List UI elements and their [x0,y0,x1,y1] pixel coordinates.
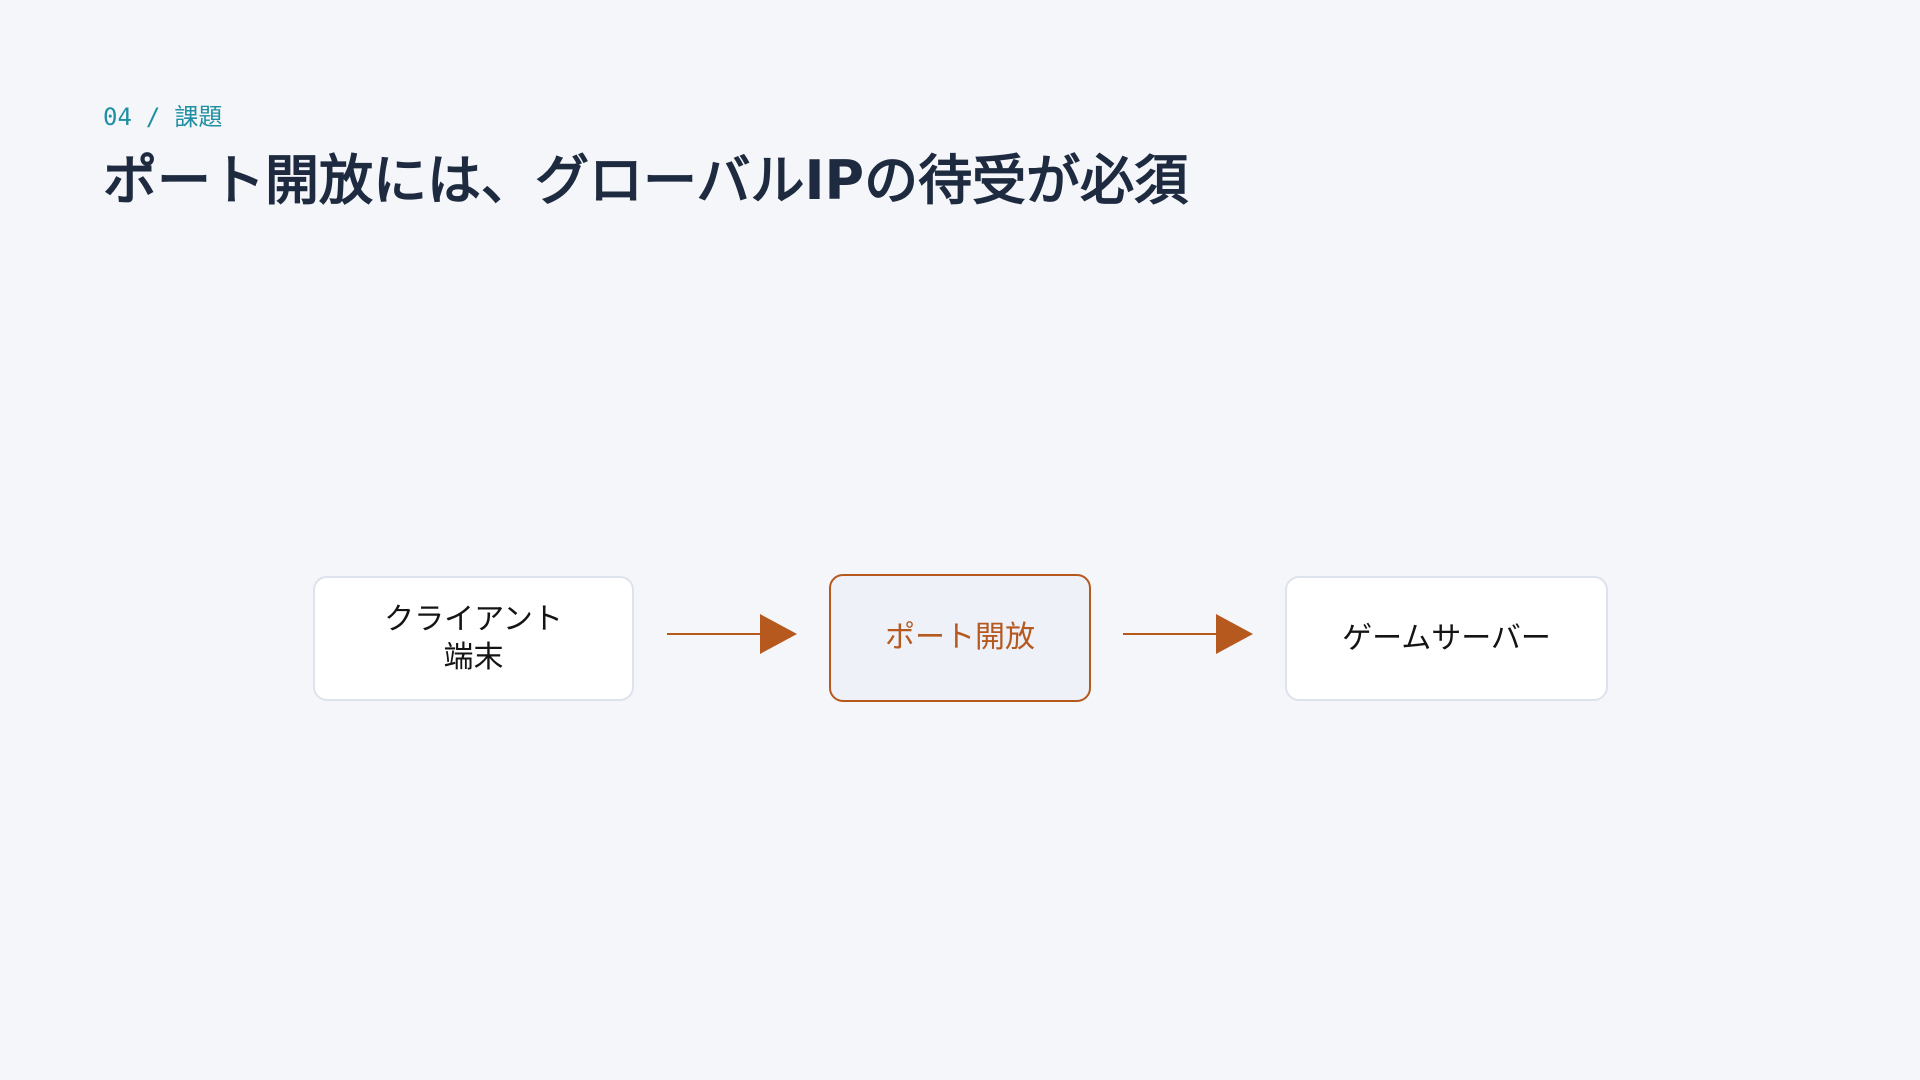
slide-title: ポート開放には、グローバルIPの待受が必須 [103,149,1189,212]
arrow-client-to-port-head [760,614,797,654]
node-client-label: クライアント 端末 [384,601,563,675]
arrow-client-to-port [667,614,797,654]
section-name: 課題 [174,103,223,131]
node-game-server: ゲームサーバー [1285,576,1608,701]
node-client: クライアント 端末 [313,576,634,701]
section-separator: / [145,103,161,131]
node-game-server-label: ゲームサーバー [1342,620,1551,656]
node-port-open: ポート開放 [829,574,1091,702]
node-port-open-label: ポート開放 [885,620,1035,655]
arrow-port-to-server [1123,614,1253,654]
arrow-port-to-server-head [1216,614,1253,654]
section-number: 04 [103,103,132,131]
section-eyebrow: 04 / 課題 [103,100,222,134]
